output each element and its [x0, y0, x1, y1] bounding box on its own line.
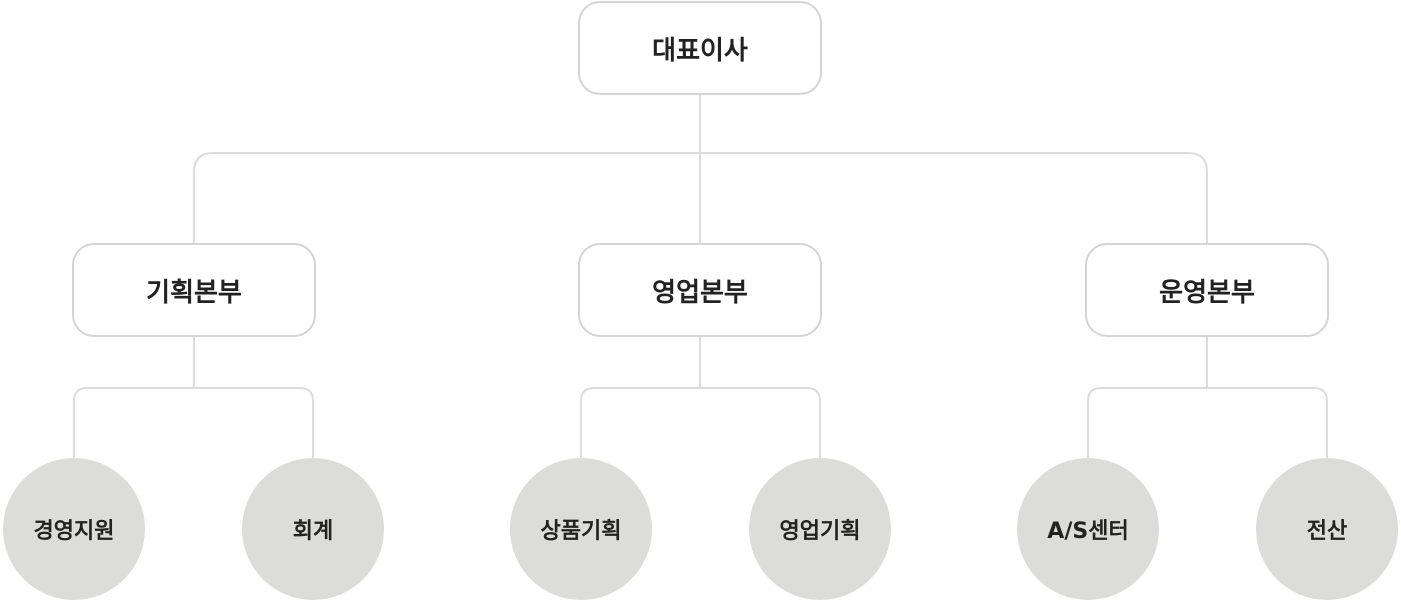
connector-division-1-bus: [73, 387, 314, 458]
node-team-accounting-label: 회계: [292, 519, 334, 544]
connector-division-2-bus: [580, 387, 821, 458]
node-division-operations-label: 운영본부: [1159, 277, 1255, 308]
node-team-product-planning: 상품기획: [510, 458, 652, 600]
node-team-sales-planning-label: 영업기획: [779, 519, 861, 544]
node-division-planning-label: 기획본부: [146, 277, 242, 308]
node-division-planning: 기획본부: [72, 243, 316, 337]
node-team-sales-planning: 영업기획: [749, 458, 891, 600]
node-team-as-center: A/S센터: [1017, 458, 1159, 600]
node-team-accounting: 회계: [242, 458, 384, 600]
node-team-management-support-label: 경영지원: [33, 519, 115, 544]
node-division-operations: 운영본부: [1085, 243, 1329, 337]
node-ceo: 대표이사: [578, 1, 822, 95]
connector-division-3-bus: [1087, 387, 1328, 458]
node-team-product-planning-label: 상품기획: [540, 519, 622, 544]
node-team-as-center-label: A/S센터: [1047, 519, 1129, 544]
node-division-sales: 영업본부: [578, 243, 822, 337]
node-ceo-label: 대표이사: [652, 35, 748, 66]
node-division-sales-label: 영업본부: [652, 277, 748, 308]
connector-division-bus: [193, 152, 1208, 243]
node-team-management-support: 경영지원: [3, 458, 145, 600]
node-team-it-label: 전산: [1306, 519, 1348, 544]
node-team-it: 전산: [1256, 458, 1398, 600]
